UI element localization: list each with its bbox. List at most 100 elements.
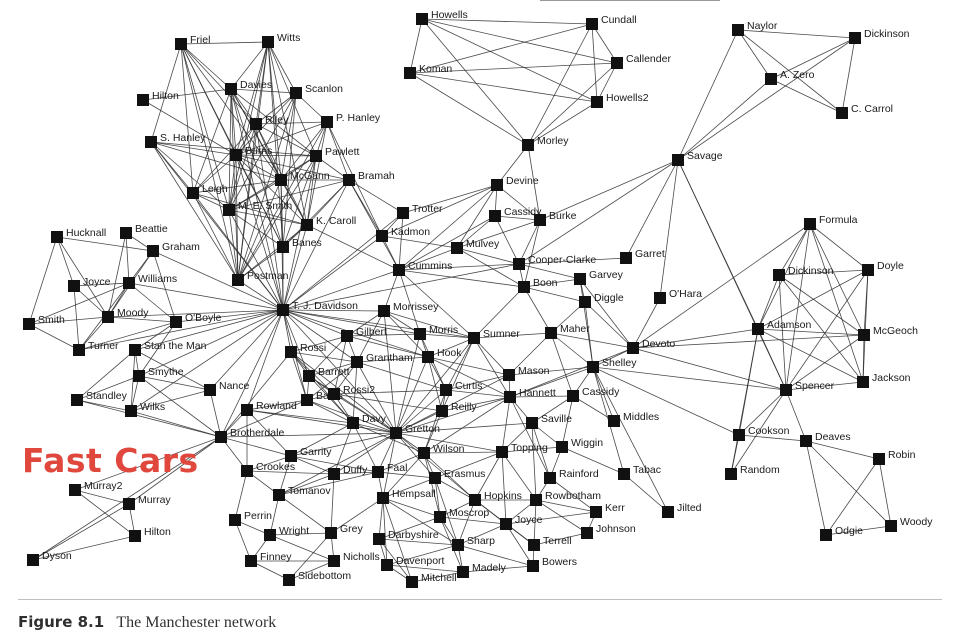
node-faal: Faal — [372, 462, 407, 478]
edge-garrity-faal — [290, 455, 379, 473]
node-marker — [351, 356, 363, 368]
node-label: Johnson — [596, 523, 636, 535]
edge-t-j-davidson-rossi — [282, 309, 292, 353]
edge-dyson-hilton2 — [32, 535, 136, 561]
edge-rowbotham-kerr — [535, 499, 597, 513]
edge-rowland-bates — [246, 399, 308, 411]
edge-curtis-wilson — [423, 389, 447, 454]
edge-davies-t-j-davidson — [230, 88, 284, 311]
node-formula: Formula — [804, 214, 858, 230]
node-marker — [376, 230, 388, 242]
node-rainford: Rainford — [544, 468, 599, 484]
edge-t-j-davidson-rowland — [246, 309, 284, 411]
node-marker — [264, 529, 276, 541]
edge-garrity-gretton — [290, 432, 397, 457]
node-duffy: Duffy — [328, 464, 368, 480]
node-label: Rossi2 — [343, 384, 375, 396]
edge-morrissey-cummins — [383, 269, 400, 312]
edge-hucknall-smith — [28, 236, 58, 325]
edge-davy-gretton — [352, 422, 397, 434]
edge-hannett-topping — [501, 396, 511, 453]
edge-deaves-woody — [805, 440, 892, 527]
node-marker — [325, 527, 337, 539]
node-marker — [273, 489, 285, 501]
edge-pawlett-m-e-smith — [228, 155, 317, 211]
node-marker — [574, 273, 586, 285]
node-label: Darbyshire — [388, 529, 439, 541]
edge-mcgann-k-caroll — [280, 179, 308, 226]
edge-morley-howells2 — [527, 101, 598, 146]
node-joyce: Joyce — [68, 276, 111, 292]
node-marker — [491, 179, 503, 191]
edge-cassidy2-burke — [494, 215, 541, 221]
edge-beattie-moody — [107, 232, 127, 318]
node-label: Garret — [635, 248, 665, 260]
edge-wilks-nance — [130, 389, 211, 412]
node-label: Burns — [245, 145, 272, 157]
node-label: Sidebottom — [298, 570, 351, 582]
node-trotter: Trotter — [397, 203, 443, 219]
edge-sumner-cummins — [398, 269, 475, 339]
edge-riley-p-hanley — [255, 121, 328, 125]
edge-m-e-smith-t-j-davidson — [228, 209, 284, 311]
node-marker — [587, 361, 599, 373]
edge-grey-hempsall — [330, 497, 384, 534]
edge-topping-wiggin — [501, 446, 563, 453]
edge-friel-s-hanley — [150, 43, 182, 143]
node-label: Deaves — [815, 431, 851, 443]
node-cooper-clarke: Cooper-Clarke — [513, 254, 596, 270]
node-marker — [27, 554, 39, 566]
node-marker — [434, 511, 446, 523]
node-label: Moscrop — [449, 507, 489, 519]
edge-devoto-o-hara — [632, 297, 661, 349]
node-madely: Madely — [457, 562, 507, 578]
edge-wright-grey — [269, 532, 332, 536]
node-marker — [341, 330, 353, 342]
edge-friel-witts — [180, 41, 269, 45]
node-label: Devine — [506, 175, 539, 187]
edge-morrissey-hook — [383, 310, 429, 358]
node-bowers: Bowers — [527, 556, 577, 572]
node-kerr: Kerr — [590, 502, 625, 518]
node-kadmon: Kadmon — [376, 226, 430, 242]
edge-hannett-wilson — [423, 396, 511, 454]
node-marker — [672, 154, 684, 166]
edge-witts-burns — [235, 41, 269, 156]
node-marker — [504, 391, 516, 403]
node-label: Burke — [549, 210, 577, 222]
node-label: Naylor — [747, 20, 778, 32]
node-label: Jackson — [872, 372, 911, 384]
edge-burns-leigh — [192, 154, 237, 194]
node-o-boyle: O'Boyle — [170, 312, 222, 328]
edge-deaves-odgie — [805, 440, 827, 536]
edge-hempsall-davenport — [382, 497, 388, 566]
node-label: Terrell — [543, 535, 572, 547]
node-marker — [618, 468, 630, 480]
edge-spencer-random — [730, 389, 787, 475]
edge-gretton-hempsall — [382, 432, 397, 499]
node-marker — [250, 118, 262, 130]
node-label: Wright — [279, 525, 309, 537]
edge-devoto-adamson — [632, 328, 759, 349]
edge-brotherdale-garrity — [220, 436, 292, 457]
node-marker — [620, 252, 632, 264]
edge-s-hanley-burns — [150, 141, 237, 156]
edge-savage-a-zero — [677, 78, 772, 161]
edge-joyce2-kerr — [505, 511, 597, 525]
node-label: Sharp — [467, 535, 495, 547]
node-darbyshire: Darbyshire — [373, 529, 439, 545]
top-rule — [540, 0, 720, 1]
edge-bramah-cummins — [348, 179, 400, 271]
node-marker — [518, 281, 530, 293]
node-label: O'Boyle — [185, 312, 222, 324]
node-marker — [836, 107, 848, 119]
edge-s-hanley-postman — [150, 141, 239, 281]
edge-s-hanley-m-e-smith — [150, 141, 230, 211]
node-marker — [303, 370, 315, 382]
node-marker — [137, 94, 149, 106]
node-label: Barrett — [318, 366, 350, 378]
edge-morrissey-grantham — [356, 310, 385, 363]
edge-duffy-grey — [330, 473, 335, 534]
node-marker — [301, 219, 313, 231]
edge-m-e-smith-k-caroll — [228, 209, 308, 226]
